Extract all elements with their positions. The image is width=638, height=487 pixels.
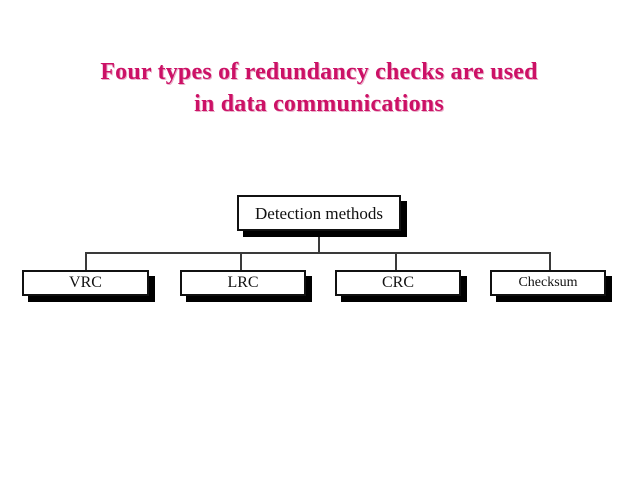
node-checksum-label: Checksum <box>518 275 578 290</box>
connector-drop-lrc <box>240 252 242 271</box>
connector-drop-vrc <box>85 252 87 271</box>
node-lrc-label: LRC <box>227 274 259 291</box>
node-vrc-label: VRC <box>69 274 102 291</box>
node-detection-methods-label: Detection methods <box>255 203 383 223</box>
connector-root-stem <box>318 231 320 254</box>
node-checksum: Checksum <box>490 270 606 296</box>
slide-title: Four types of redundancy checks are used… <box>0 56 638 120</box>
title-line-2: in data communications <box>194 91 444 117</box>
connector-drop-crc <box>395 252 397 271</box>
node-vrc: VRC <box>22 270 149 296</box>
connector-bus <box>85 252 551 254</box>
node-detection-methods: Detection methods <box>237 195 401 231</box>
connector-drop-checksum <box>549 252 551 271</box>
title-line-1: Four types of redundancy checks are used <box>100 59 538 85</box>
node-crc: CRC <box>335 270 461 296</box>
node-lrc: LRC <box>180 270 306 296</box>
node-crc-label: CRC <box>381 274 414 291</box>
